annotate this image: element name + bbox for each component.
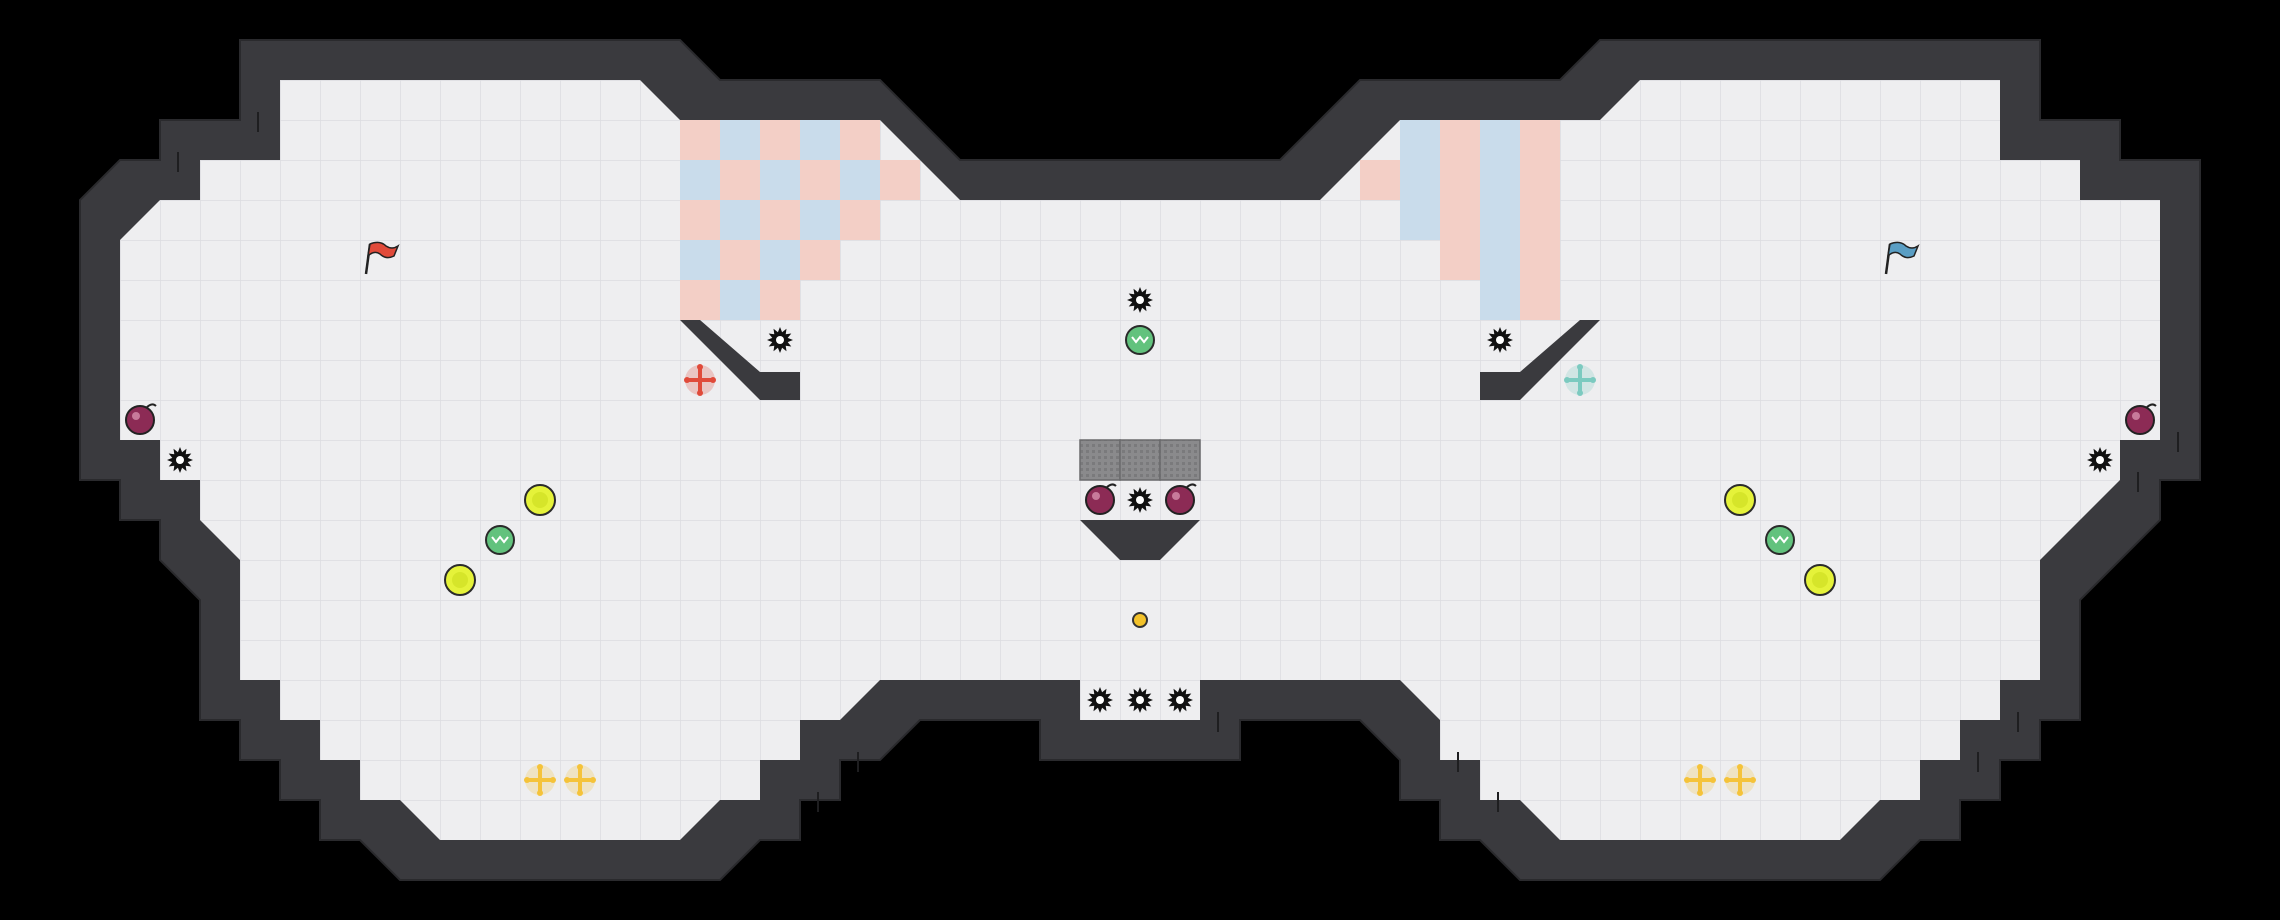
powerup-icon [1765,525,1795,555]
spike-icon [167,447,193,473]
boost-pad-icon [1804,564,1836,596]
bomb-icon [1085,483,1117,515]
red-zone-tile [760,160,800,200]
portal-icon [1684,764,1716,796]
blue-zone-tile [1360,160,1400,200]
red-team-boost-icon [684,364,716,396]
spike-icon [1487,327,1513,353]
gate-tile [1159,439,1201,481]
red-zone-tile [680,280,720,320]
blue-zone-tile [1400,200,1440,240]
red-zone-tile [680,240,720,280]
spike-icon [2087,447,2113,473]
blue-zone-tile [1480,240,1520,280]
red-zone-tile [720,120,760,160]
bomb-icon [125,403,157,435]
red-zone-tile [680,200,720,240]
spike-icon [1127,487,1153,513]
boost-pad-icon [1724,484,1756,516]
powerup-icon [1125,325,1155,355]
blue-zone-tile [1400,120,1440,160]
blue-base-ledge [1480,320,1600,400]
red-zone-tile [720,280,760,320]
blue-zone-tile [1480,280,1520,320]
center-gates [1079,439,1201,481]
blue-zone-tile [1520,120,1560,160]
portal-icon [564,764,596,796]
red-zone-tile [760,240,800,280]
blue-zone-tile [1520,160,1560,200]
blue-zone-tile [1480,200,1520,240]
spike-icon [767,327,793,353]
red-zone-tile [680,160,720,200]
blue-team-zone [1360,120,1560,320]
red-zone-tile [720,200,760,240]
red-zone-tile [720,160,760,200]
red-team-zone [680,120,920,320]
gate-tile [1119,439,1161,481]
blue-zone-tile [1520,200,1560,240]
red-zone-tile [840,160,880,200]
center-funnel [1080,520,1200,560]
gate-tile [1079,439,1121,481]
red-zone-tile [760,120,800,160]
red-zone-tile [800,120,840,160]
blue-zone-tile [1480,160,1520,200]
bomb-icon [1165,483,1197,515]
boost-pad-icon [524,484,556,516]
red-zone-tile [800,240,840,280]
red-zone-tile [800,200,840,240]
blue-zone-tile [1440,200,1480,240]
blue-zone-tile [1480,120,1520,160]
entities-layer [125,241,2157,796]
blue-zone-tile [1520,240,1560,280]
wall-notches [177,112,2179,812]
red-zone-tile [840,200,880,240]
spike-icon [1127,287,1153,313]
portal-icon [1724,764,1756,796]
red-zone-tile [800,160,840,200]
blue-team-boost-icon [1564,364,1596,396]
powerup-icon [485,525,515,555]
red-zone-tile [760,280,800,320]
blue-zone-tile [1440,160,1480,200]
red-zone-tile [680,120,720,160]
blue-zone-tile [1520,280,1560,320]
spike-icon [1127,687,1153,713]
ball-icon [1132,612,1148,628]
red-zone-tile [840,120,880,160]
boost-pad-icon [444,564,476,596]
spike-icon [1087,687,1113,713]
portal-icon [524,764,556,796]
blue-zone-tile [1440,240,1480,280]
bomb-icon [2125,403,2157,435]
red-zone-tile [880,160,920,200]
blue-flag-icon [1884,241,1920,275]
red-base-ledge [680,320,800,400]
spike-icon [1167,687,1193,713]
red-flag-icon [364,241,400,275]
blue-zone-tile [1440,120,1480,160]
red-zone-tile [760,200,800,240]
red-zone-tile [720,240,760,280]
blue-zone-tile [1400,160,1440,200]
